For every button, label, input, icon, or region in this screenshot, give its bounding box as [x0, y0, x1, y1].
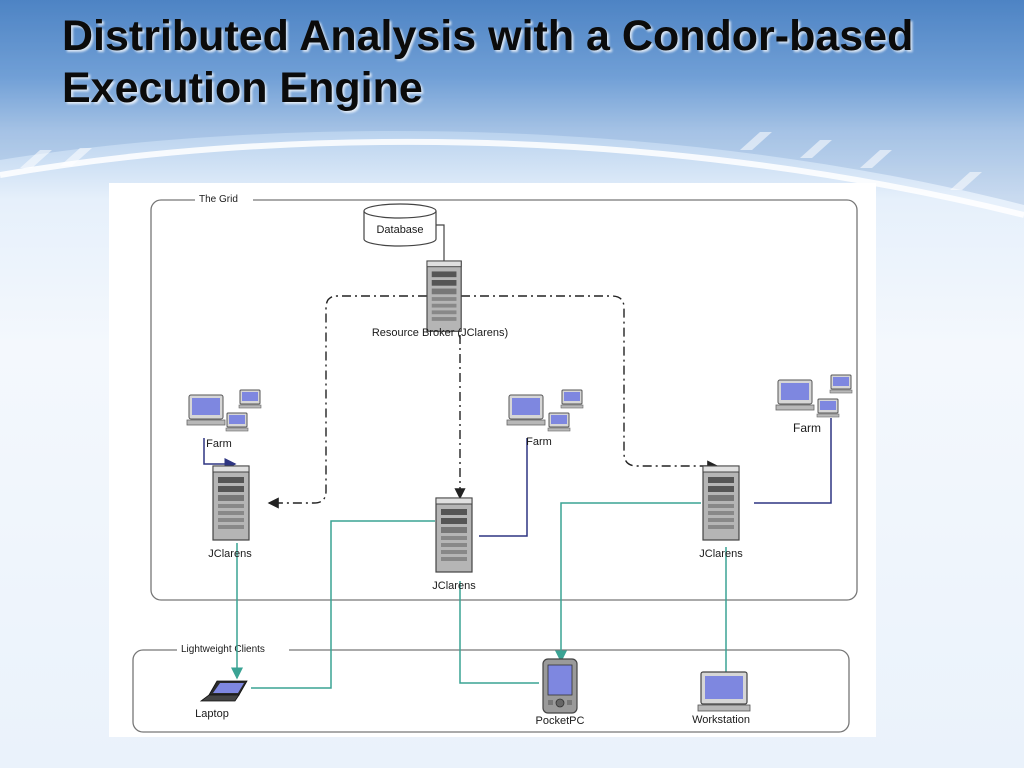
laptop-icon [199, 680, 248, 702]
laptop-to-jclarens-middle-link [251, 520, 435, 689]
resource-broker-server-icon [426, 260, 462, 332]
resource-broker-label: Resource Broker (JClarens) [372, 327, 508, 339]
clients-label-bg [177, 642, 289, 656]
clients-boundary [132, 649, 850, 733]
broker-to-jclarens-right-link [461, 295, 719, 472]
workstation-icon [697, 671, 751, 712]
diagram-panel: The Grid Lightweight Clients [109, 183, 876, 737]
farm-middle-link [479, 438, 528, 537]
farm-links [203, 418, 832, 537]
pocketpc-link [459, 581, 539, 684]
grid-label-bg [195, 192, 253, 206]
slide-title: Distributed Analysis with a Condor-based… [62, 12, 914, 112]
database-icon [363, 203, 437, 247]
farm-right-link [754, 418, 832, 504]
jclarens-right-label: JClarens [699, 548, 743, 560]
farm-right-label: Farm [793, 421, 821, 435]
laptop-label: Laptop [195, 708, 229, 720]
broker-to-jclarens-left-link [267, 295, 427, 509]
farm-left-computers-icon [186, 389, 262, 432]
background-wave [0, 138, 1024, 218]
jclarens-middle-server-icon [435, 497, 473, 573]
background-wave [0, 0, 1024, 205]
grid-architecture-diagram: The Grid Lightweight Clients [132, 192, 858, 733]
farm-left-label: Farm [206, 438, 232, 450]
dispatch-links [267, 295, 719, 509]
workstation-label: Workstation [692, 714, 750, 726]
pocketpc-icon [542, 658, 578, 714]
jclarens-left-label: JClarens [208, 548, 252, 560]
farm-left-link [203, 438, 237, 470]
database-link [436, 224, 445, 263]
database-label: Database [376, 224, 423, 236]
pocketpc-label: PocketPC [536, 715, 585, 727]
farm-right-computers-icon [775, 374, 853, 418]
grid-boundary [150, 199, 858, 601]
farm-middle-label: Farm [526, 436, 552, 448]
jclarens-right-server-icon [702, 465, 740, 541]
farm-middle-computers-icon [506, 389, 584, 432]
client-links [231, 502, 727, 689]
clients-label: Lightweight Clients [181, 644, 265, 655]
jclarens-middle-label: JClarens [432, 580, 476, 592]
jclarens-left-server-icon [212, 465, 250, 541]
grid-label: The Grid [199, 194, 238, 205]
pocketpc-to-jclarens-right-link [555, 502, 701, 663]
